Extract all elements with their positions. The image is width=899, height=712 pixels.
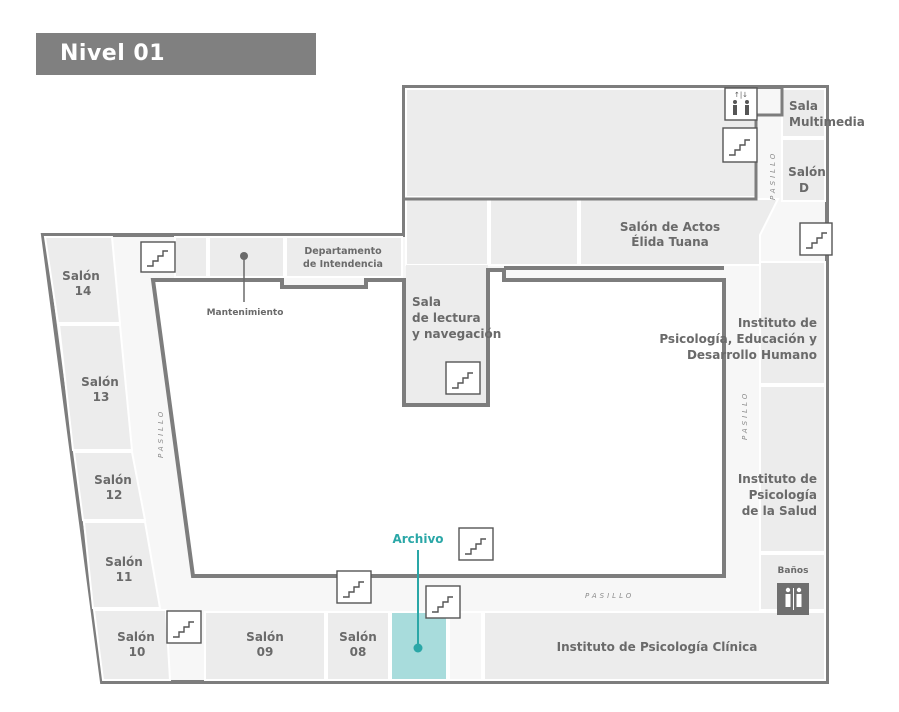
- corridor-label-right: PASILLO: [741, 391, 749, 440]
- room-mid-top: [489, 198, 579, 266]
- level-title: Nivel 01: [60, 41, 166, 66]
- corridor-label-bottom: PASILLO: [585, 592, 634, 600]
- room-salon-09[interactable]: [204, 611, 326, 681]
- room-sala-lectura-top[interactable]: [405, 198, 489, 266]
- restroom-icon: [777, 583, 809, 615]
- label-mantenimiento: Mantenimiento: [207, 308, 284, 318]
- room-salon-10[interactable]: [92, 609, 172, 681]
- room-salon-13[interactable]: [57, 324, 134, 451]
- room-salon-d[interactable]: [781, 138, 826, 202]
- svg-text:↑|↓: ↑|↓: [734, 91, 748, 99]
- stairs-icon: [458, 527, 494, 561]
- stairs-icon: [140, 241, 176, 273]
- room-intendencia[interactable]: [285, 236, 403, 278]
- stairs-icon: [799, 222, 833, 256]
- room-sala-multimedia[interactable]: [781, 88, 826, 138]
- stairs-icon: [336, 570, 372, 604]
- elevator-restroom-icon: ↑|↓: [724, 87, 758, 121]
- room-salon-14[interactable]: [43, 236, 122, 324]
- label-archivo: Archivo: [392, 532, 443, 546]
- corridor-label-top-right: PASILLO: [769, 151, 777, 200]
- corridor-label-left: PASILLO: [157, 409, 165, 458]
- room-instituto-clinica[interactable]: [483, 611, 826, 681]
- stairs-icon: [722, 127, 758, 163]
- archivo-pin-icon: [413, 643, 423, 653]
- level-header-bar: [36, 33, 316, 75]
- label-banos: Baños: [778, 566, 809, 576]
- room-corner-top: [174, 236, 208, 278]
- room-salon-11[interactable]: [82, 521, 162, 609]
- room-salon-12[interactable]: [72, 451, 147, 521]
- room-instituto-desarrollo[interactable]: [759, 261, 826, 385]
- room-top-large: [405, 88, 757, 198]
- mantenimiento-pin-icon: [240, 252, 248, 260]
- room-salon-08[interactable]: [326, 611, 390, 681]
- stair-block-bottom: [448, 611, 483, 681]
- room-instituto-salud[interactable]: [759, 385, 826, 553]
- stairs-icon: [425, 585, 461, 619]
- stairs-icon: [166, 610, 202, 644]
- stairs-icon: [445, 361, 481, 395]
- label-instituto-clinica: Instituto de Psicología Clínica: [557, 640, 758, 654]
